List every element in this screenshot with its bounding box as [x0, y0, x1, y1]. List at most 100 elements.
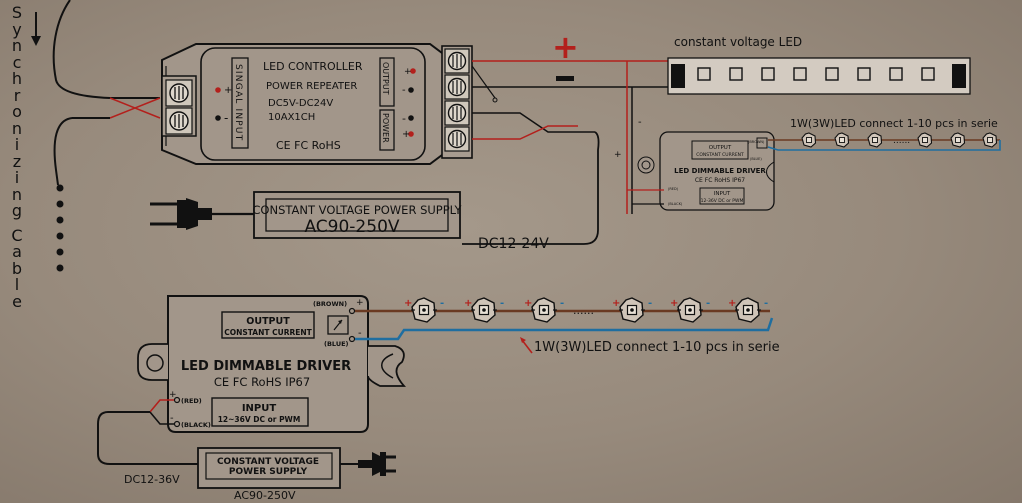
output-dimmer-symbol — [327, 315, 349, 335]
big-red: (RED) — [181, 397, 202, 405]
power-label: POWER — [381, 113, 390, 143]
led-chip-icon — [801, 132, 817, 148]
big-led-note: 1W(3W)LED connect 1-10 pcs in serie — [534, 340, 780, 355]
big-in-plus: + — [169, 390, 177, 400]
sync-label-char: z — [12, 151, 22, 171]
led-chip-icon — [470, 297, 498, 323]
small-black: (BLACK) — [668, 202, 683, 206]
bus-small-plus: + — [614, 150, 622, 160]
led-strip-label: constant voltage LED — [674, 35, 802, 49]
power-supply-top — [253, 191, 461, 239]
big-brown: (BROWN) — [313, 300, 347, 308]
sync-arrow-icon — [31, 12, 41, 46]
wire-bottom-dc — [97, 411, 198, 465]
small-red: (RED) — [668, 187, 679, 191]
power-supply-bottom — [197, 447, 341, 489]
bus-plus-sign: + — [552, 28, 579, 66]
svg-text:-: - — [706, 298, 710, 309]
svg-text:+: + — [464, 298, 472, 309]
sync-label-char: n — [11, 184, 23, 204]
wire-pwr-minus — [472, 112, 595, 133]
sync-label-char: S — [11, 3, 23, 22]
small-driver-certs: CE FC RoHS IP67 — [695, 177, 745, 184]
wire-psu-dc — [462, 131, 600, 245]
sync-cross-wires — [109, 97, 161, 119]
small-led-driver — [637, 131, 775, 211]
big-blue: (BLUE) — [324, 340, 349, 348]
led-chip-icon — [618, 297, 646, 323]
small-input-1: INPUT — [714, 191, 731, 197]
svg-text:-: - — [500, 298, 504, 309]
psu-bottom-dc-label: DC12-36V — [124, 473, 180, 486]
small-brown: (BROWN) — [748, 140, 765, 144]
sync-label-char: r — [13, 85, 21, 105]
controller-current: 10AX1CH — [268, 112, 315, 123]
sig-plus-sign: + — [224, 85, 232, 96]
sync-label-char: e — [12, 291, 22, 311]
psu-top-line1: CONSTANT VOLTAGE POWER SUPPLY — [252, 203, 462, 217]
pwr-minus-sign: - — [402, 112, 406, 125]
controller-certs: CE FC RoHS — [276, 139, 341, 152]
svg-text:+: + — [612, 298, 620, 309]
big-driver-certs: CE FC RoHS IP67 — [214, 375, 310, 389]
sync-label-char: y — [12, 19, 22, 39]
signal-input-terminal — [161, 75, 197, 137]
svg-text:-: - — [648, 298, 652, 309]
small-driver-title: LED DIMMABLE DRIVER — [674, 167, 766, 175]
out-plus-sign: + — [404, 67, 412, 77]
sync-label-char: i — [14, 135, 20, 154]
sync-cable-bottom — [53, 117, 73, 186]
led-chip-icon — [982, 132, 998, 148]
big-output-2: CONSTANT CURRENT — [224, 328, 312, 337]
output-terminal-block — [441, 45, 473, 159]
sync-label-char: o — [12, 102, 22, 121]
output-box — [221, 311, 315, 339]
led-chip-icon — [917, 132, 933, 148]
psu-bottom-ac-label: AC90-250V — [234, 489, 296, 502]
psu-top-dc-label: DC12-24V — [478, 236, 549, 252]
controller-voltage: DC5V-DC24V — [268, 98, 333, 109]
input-box — [211, 397, 309, 427]
bus-small-minus: - — [638, 117, 642, 128]
sync-label-char: C — [11, 225, 23, 245]
power-plug-icon — [150, 198, 212, 230]
psu-bottom-line2: POWER SUPPLY — [229, 467, 308, 477]
small-input-2: 12-36V DC or PWM — [701, 198, 744, 204]
svg-text:+: + — [524, 298, 532, 309]
sync-dots — [56, 184, 64, 272]
led-strip — [667, 57, 971, 95]
svg-text:+: + — [670, 298, 678, 309]
out-minus-sign: - — [402, 85, 406, 96]
pwr-plus-sign: + — [402, 129, 410, 140]
sync-label-char: c — [12, 52, 22, 72]
svg-text:......: ...... — [893, 136, 910, 146]
power-plug-icon — [358, 452, 396, 476]
led-chip-icon — [530, 297, 558, 323]
big-output-1: OUTPUT — [246, 316, 290, 327]
svg-text:+: + — [728, 298, 736, 309]
signal-input-label: SINGAL INPUT — [233, 64, 243, 141]
small-chain-blue — [767, 140, 1001, 151]
led-chip-icon — [410, 297, 438, 323]
big-input-2: 12~36V DC or PWM — [218, 415, 301, 424]
svg-text:-: - — [560, 298, 564, 309]
chain-polarity-marks: +- +- +- +- +- +- — [404, 298, 768, 309]
svg-text:......: ...... — [573, 304, 594, 317]
sync-label-char: g — [11, 201, 23, 220]
psu-top-line2: AC90-250V — [304, 217, 399, 237]
small-output-1: OUTPUT — [709, 145, 732, 151]
big-in-minus: - — [170, 413, 174, 424]
led-chip-icon — [950, 132, 966, 148]
sync-label-char: h — [11, 69, 23, 88]
bus-minus-bar — [556, 76, 574, 81]
big-black: (BLACK) — [181, 421, 211, 429]
svg-text:+: + — [404, 298, 412, 309]
big-input-1: INPUT — [242, 403, 277, 414]
sync-label-char: n — [11, 36, 23, 55]
led-chip-icon — [734, 297, 762, 323]
big-driver-title: LED DIMMABLE DRIVER — [181, 359, 351, 374]
small-blue: (BLUE) — [750, 157, 762, 161]
led-chip-icon — [676, 297, 704, 323]
